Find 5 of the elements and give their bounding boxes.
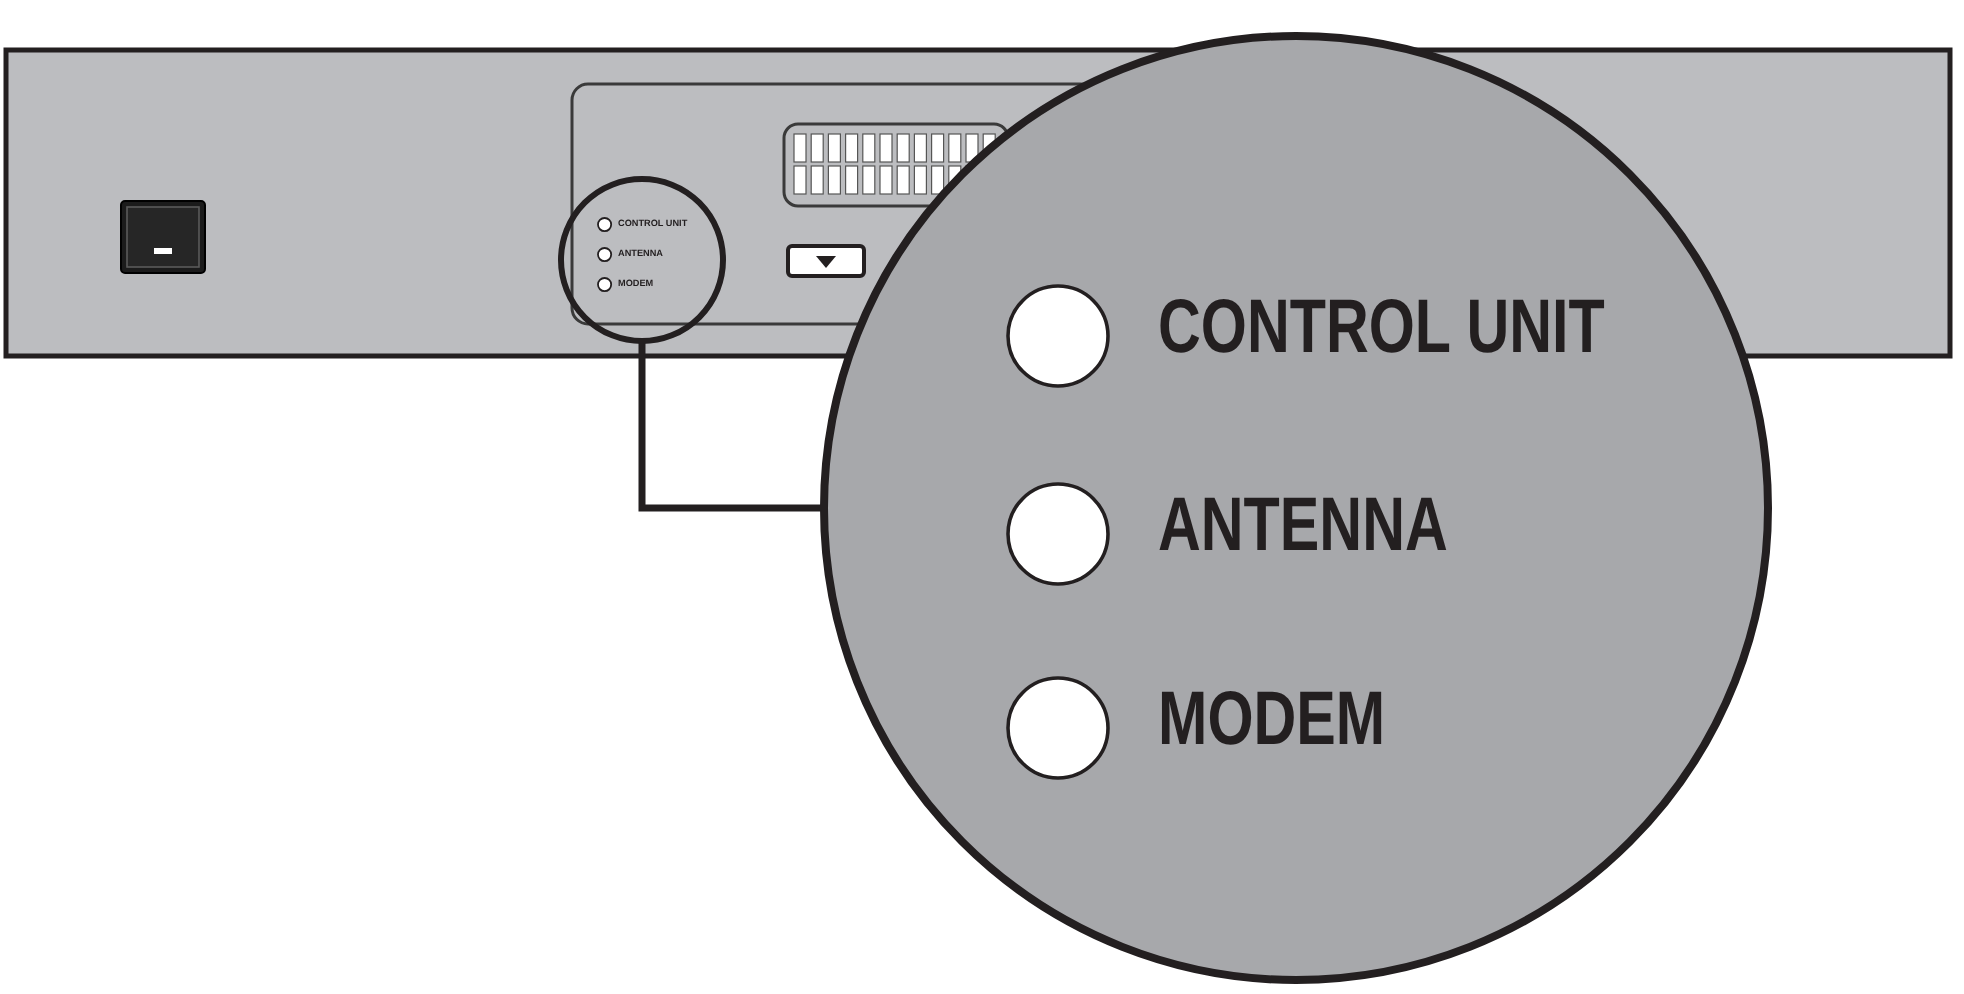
leader-line xyxy=(638,342,822,512)
indicator-label: MODEM xyxy=(1157,681,1385,758)
indicator-label: ANTENNA xyxy=(1157,487,1447,564)
highlight-circle xyxy=(558,176,726,344)
indicator-label: CONTROL UNIT xyxy=(1157,289,1604,366)
